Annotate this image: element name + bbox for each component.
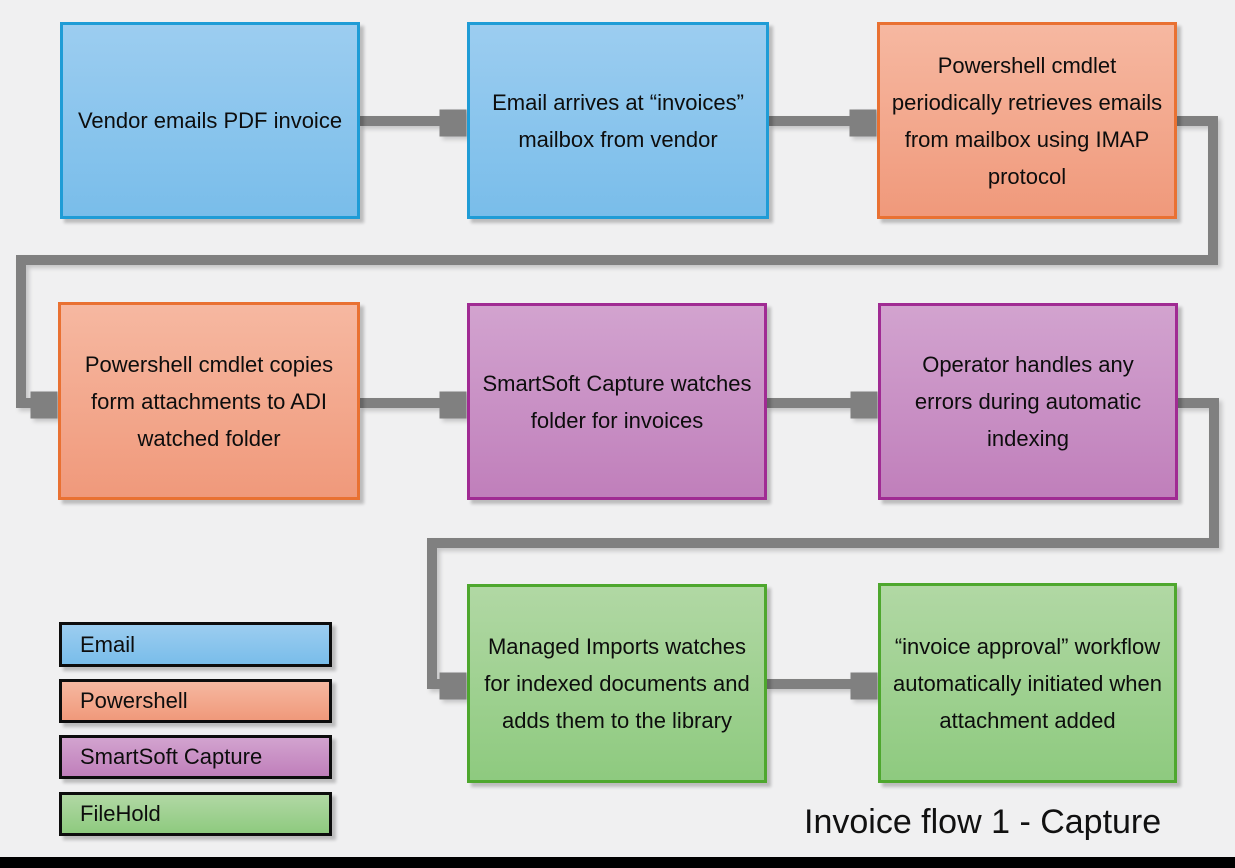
- diagram-title: Invoice flow 1 - Capture: [804, 803, 1162, 841]
- bottom-bar: [0, 857, 1235, 868]
- node-label: Powershell cmdlet periodically retrieves…: [891, 52, 1163, 189]
- node-label: SmartSoft Capture watches folder for inv…: [482, 370, 752, 433]
- legend-item-email: Email: [59, 622, 332, 667]
- legend-label: FileHold: [80, 801, 161, 826]
- legend-label: SmartSoft Capture: [80, 744, 263, 769]
- node-label: Vendor emails PDF invoice: [77, 108, 343, 133]
- legend-item-smartsoft-capture: SmartSoft Capture: [59, 735, 332, 779]
- node-vendor-emails: Vendor emails PDF invoice: [60, 22, 360, 219]
- node-label: Email arrives at “invoices” mailbox from…: [492, 89, 744, 152]
- node-capture-watches: SmartSoft Capture watches folder for inv…: [467, 303, 767, 500]
- node-label: Operator handles any errors during autom…: [914, 352, 1142, 451]
- node-label: “invoice approval” workflow automaticall…: [892, 633, 1163, 733]
- legend-item-powershell: Powershell: [59, 679, 332, 723]
- node-workflow-initiated: “invoice approval” workflow automaticall…: [878, 583, 1177, 783]
- node-managed-imports: Managed Imports watches for indexed docu…: [467, 584, 767, 783]
- legend-item-filehold: FileHold: [59, 792, 332, 836]
- node-email-arrives: Email arrives at “invoices” mailbox from…: [467, 22, 769, 219]
- node-powershell-copies: Powershell cmdlet copies form attachment…: [58, 302, 360, 500]
- node-label: Managed Imports watches for indexed docu…: [484, 634, 750, 733]
- node-powershell-retrieves: Powershell cmdlet periodically retrieves…: [877, 22, 1177, 219]
- legend-label: Email: [80, 631, 136, 657]
- legend-label: Powershell: [80, 688, 188, 713]
- node-label: Powershell cmdlet copies form attachment…: [84, 351, 334, 451]
- node-operator-errors: Operator handles any errors during autom…: [878, 303, 1178, 500]
